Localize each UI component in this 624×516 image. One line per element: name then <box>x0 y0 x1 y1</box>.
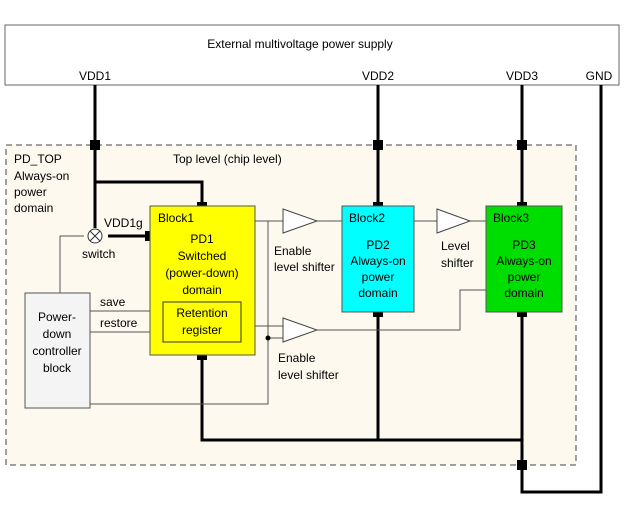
restore-label: restore <box>100 316 138 330</box>
gnd-label: GND <box>586 69 613 83</box>
supply-title: External multivoltage power supply <box>207 37 392 51</box>
switch-label: switch <box>82 247 115 261</box>
junction-vdd1 <box>90 140 100 150</box>
enable-shifter-bottom-line2: level shifter <box>278 368 339 382</box>
ground-bus-block1 <box>200 355 522 442</box>
vdd1-label: VDD1 <box>79 69 111 83</box>
enable-shifter-bottom-line1: Enable <box>278 351 316 365</box>
external-supply-box <box>4 24 620 86</box>
pd-top-line4: domain <box>14 201 53 215</box>
enable-level-shifter-bottom <box>282 317 319 343</box>
retention-register-box <box>162 301 242 343</box>
retention-line2: register <box>182 323 222 337</box>
retention-line1: Retention <box>176 306 227 320</box>
controller-line3: controller <box>32 344 81 358</box>
vdd3-label: VDD3 <box>506 69 538 83</box>
enable-shifter-top-line1: Enable <box>274 244 312 258</box>
vdd1g-label: VDD1g <box>104 216 143 230</box>
controller-line2: down <box>43 327 72 341</box>
block3-line2: Always-on <box>496 254 551 268</box>
enable-level-shifter-top <box>282 208 319 234</box>
block2-line3: power <box>362 270 395 284</box>
pd-top-line2: Always-on <box>14 169 69 183</box>
block3-box <box>485 205 563 313</box>
junction-vdd3 <box>517 140 527 150</box>
block1-line4: domain <box>182 283 221 297</box>
block1-name: Block1 <box>158 211 194 225</box>
save-label: save <box>100 295 126 309</box>
top-level-label: Top level (chip level) <box>173 152 282 166</box>
vdd2-label: VDD2 <box>362 69 394 83</box>
junction-enable <box>265 335 271 341</box>
ground-block3-gnd <box>520 85 603 494</box>
block1-line2: Switched <box>178 249 227 263</box>
junction-vdd2 <box>373 140 383 150</box>
enable-shifter-top-line2: level shifter <box>274 260 335 274</box>
level-shifter-line2: shifter <box>441 256 474 270</box>
block2-line2: Always-on <box>350 254 405 268</box>
vdd1-rail <box>93 85 204 206</box>
switch-cross-icon <box>89 230 101 242</box>
junction-ground <box>517 460 527 470</box>
level-shifter <box>436 208 472 234</box>
wire-ctrl-enable <box>90 221 269 405</box>
block2-line4: domain <box>358 286 397 300</box>
block3-line4: domain <box>504 286 543 300</box>
wire-ls3-b3 <box>316 289 486 331</box>
block3-name: Block3 <box>493 211 529 225</box>
pd-top-line3: power <box>14 185 47 199</box>
block3-line1: PD3 <box>512 238 536 252</box>
controller-line1: Power- <box>38 310 76 324</box>
block3-line3: power <box>508 270 541 284</box>
block2-box <box>341 205 415 313</box>
block2-line1: PD2 <box>366 238 390 252</box>
block1-line1: PD1 <box>190 232 214 246</box>
block1-line3: (power-down) <box>165 266 238 280</box>
controller-box <box>24 292 91 409</box>
pd-top-name: PD_TOP <box>14 152 62 166</box>
pd-top-region <box>5 144 577 466</box>
block2-name: Block2 <box>349 211 385 225</box>
level-shifter-line1: Level <box>441 239 470 253</box>
controller-line4: block <box>43 361 72 375</box>
